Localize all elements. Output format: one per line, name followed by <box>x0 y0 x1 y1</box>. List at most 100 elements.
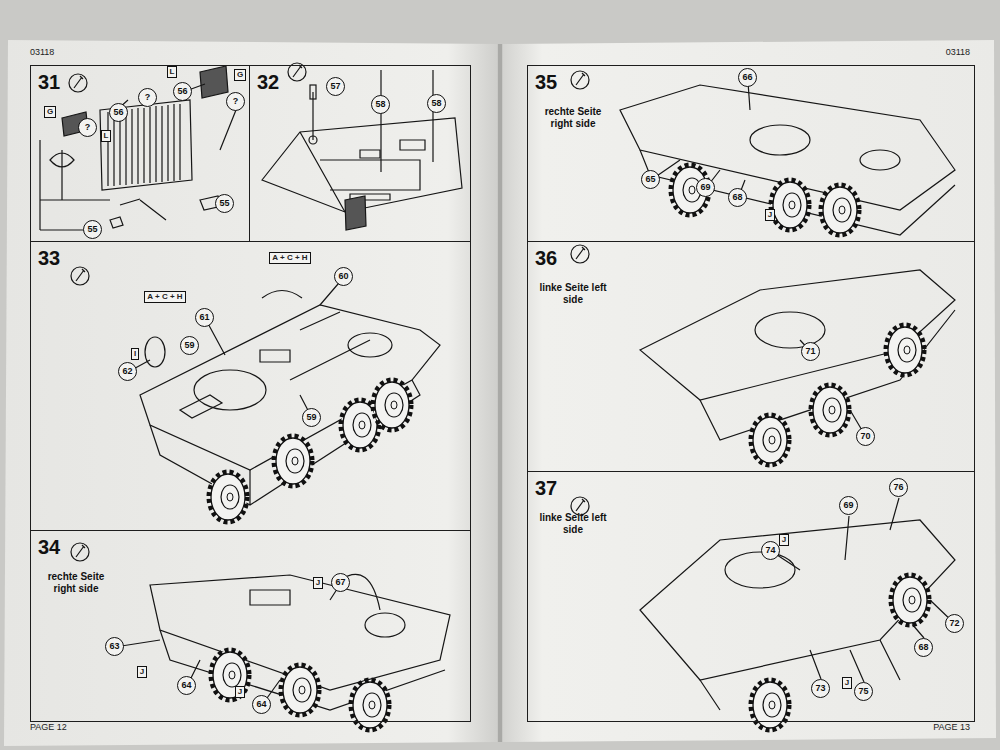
callout-number: 61 <box>195 308 214 327</box>
callout-text: 70 <box>860 432 870 441</box>
callout-number: 64 <box>252 695 271 714</box>
step-number: 35 <box>535 71 557 94</box>
callout-number: 66 <box>738 68 757 87</box>
callout-number: 56 <box>173 82 192 101</box>
callout-number: ? <box>78 118 97 137</box>
callout-text: 69 <box>843 501 853 510</box>
part-flag: J <box>779 534 789 546</box>
part-flag: A + C + H <box>269 252 310 264</box>
side-caption: linke Seite left side <box>536 282 610 306</box>
callout-text: 71 <box>805 347 815 356</box>
part-flag: J <box>765 209 775 221</box>
callout-number: 64 <box>177 676 196 695</box>
callout-number: 76 <box>889 478 908 497</box>
callout-text: 56 <box>113 108 123 117</box>
side-caption: rechte Seite right side <box>39 571 113 595</box>
part-flag: G <box>234 69 246 81</box>
callout-number: 69 <box>839 496 858 515</box>
callout-number: 69 <box>696 178 715 197</box>
side-caption: linke Seite left side <box>536 512 610 536</box>
page-text: 03118 <box>946 47 970 57</box>
step-panel: 31 56 56??? 55 55 <box>30 65 250 242</box>
callout-text: 74 <box>765 546 775 555</box>
callout-text: 64 <box>181 681 191 690</box>
step-number: 37 <box>535 477 557 500</box>
step-panel: 35 rechte Seite right side 66 65 69 68 <box>527 65 975 242</box>
callout-number: 74 <box>761 541 780 560</box>
callout-text: 72 <box>949 619 959 628</box>
step-panel: 33 60 61 59 62 59 <box>30 241 471 531</box>
callout-text: 73 <box>815 684 825 693</box>
page-text: PAGE 12 <box>30 722 67 732</box>
callout-text: 68 <box>918 643 928 652</box>
callout-text: 59 <box>306 413 316 422</box>
callout-text: 55 <box>87 225 97 234</box>
callout-text: 56 <box>177 87 187 96</box>
callout-text: 65 <box>645 175 655 184</box>
callout-number: 65 <box>641 170 660 189</box>
callout-text: ? <box>85 123 91 132</box>
part-flag: J <box>313 577 323 589</box>
callout-text: 66 <box>742 73 752 82</box>
callout-text: 60 <box>338 272 348 281</box>
callout-text: 58 <box>375 100 385 109</box>
callout-number: 67 <box>331 573 350 592</box>
step-number: 34 <box>38 536 60 559</box>
callout-number: 58 <box>371 95 390 114</box>
callout-text: 58 <box>431 99 441 108</box>
side-caption: rechte Seite right side <box>536 106 610 130</box>
callout-number: 57 <box>326 77 345 96</box>
callout-text: ? <box>145 93 151 102</box>
callout-text: 75 <box>858 687 868 696</box>
callout-number: 68 <box>728 188 747 207</box>
step-number: 31 <box>38 71 60 94</box>
page-text: PAGE 13 <box>933 722 970 732</box>
callout-number: ? <box>226 92 245 111</box>
callout-text: 57 <box>330 82 340 91</box>
step-panel: 37 linke Seite left side 76 69 74 72 68 75 73 <box>527 471 975 722</box>
callout-text: 67 <box>335 578 345 587</box>
callout-number: 70 <box>856 427 875 446</box>
callout-text: ? <box>233 97 239 106</box>
callout-text: 64 <box>256 700 266 709</box>
callout-number: 73 <box>811 679 830 698</box>
callout-number: 62 <box>118 362 137 381</box>
part-flag: G <box>44 106 56 118</box>
part-flag: I <box>131 348 139 360</box>
step-panel: 32575858 <box>249 65 471 242</box>
step-number: 36 <box>535 247 557 270</box>
callout-number: 68 <box>914 638 933 657</box>
callout-number: 56 <box>109 103 128 122</box>
callout-text: 69 <box>700 183 710 192</box>
callout-number: ? <box>138 88 157 107</box>
part-flag: J <box>842 677 852 689</box>
part-flag: J <box>235 686 245 698</box>
callout-text: 55 <box>219 199 229 208</box>
callout-text: 61 <box>199 313 209 322</box>
part-flag: L <box>101 130 112 142</box>
callout-number: 55 <box>215 194 234 213</box>
callout-number: 59 <box>302 408 321 427</box>
page-text: 03118 <box>30 47 54 57</box>
callout-text: 59 <box>184 341 194 350</box>
callout-number: 71 <box>801 342 820 361</box>
callout-text: 63 <box>109 642 119 651</box>
callout-number: 60 <box>334 267 353 286</box>
part-flag: A + C + H <box>144 291 185 303</box>
callout-text: 62 <box>122 367 132 376</box>
callout-number: 63 <box>105 637 124 656</box>
callout-number: 72 <box>945 614 964 633</box>
part-flag: J <box>137 666 147 678</box>
callout-number: 59 <box>180 336 199 355</box>
step-number: 33 <box>38 247 60 270</box>
part-flag: L <box>167 66 178 78</box>
callout-text: 68 <box>732 193 742 202</box>
callout-number: 58 <box>427 94 446 113</box>
step-panel: 34 rechte Seite right side 67 63 64 64 <box>30 530 471 722</box>
callout-number: 55 <box>83 220 102 239</box>
step-panel: 36 linke Seite left side 71 70 <box>527 241 975 472</box>
callout-number: 75 <box>854 682 873 701</box>
callout-text: 76 <box>893 483 903 492</box>
